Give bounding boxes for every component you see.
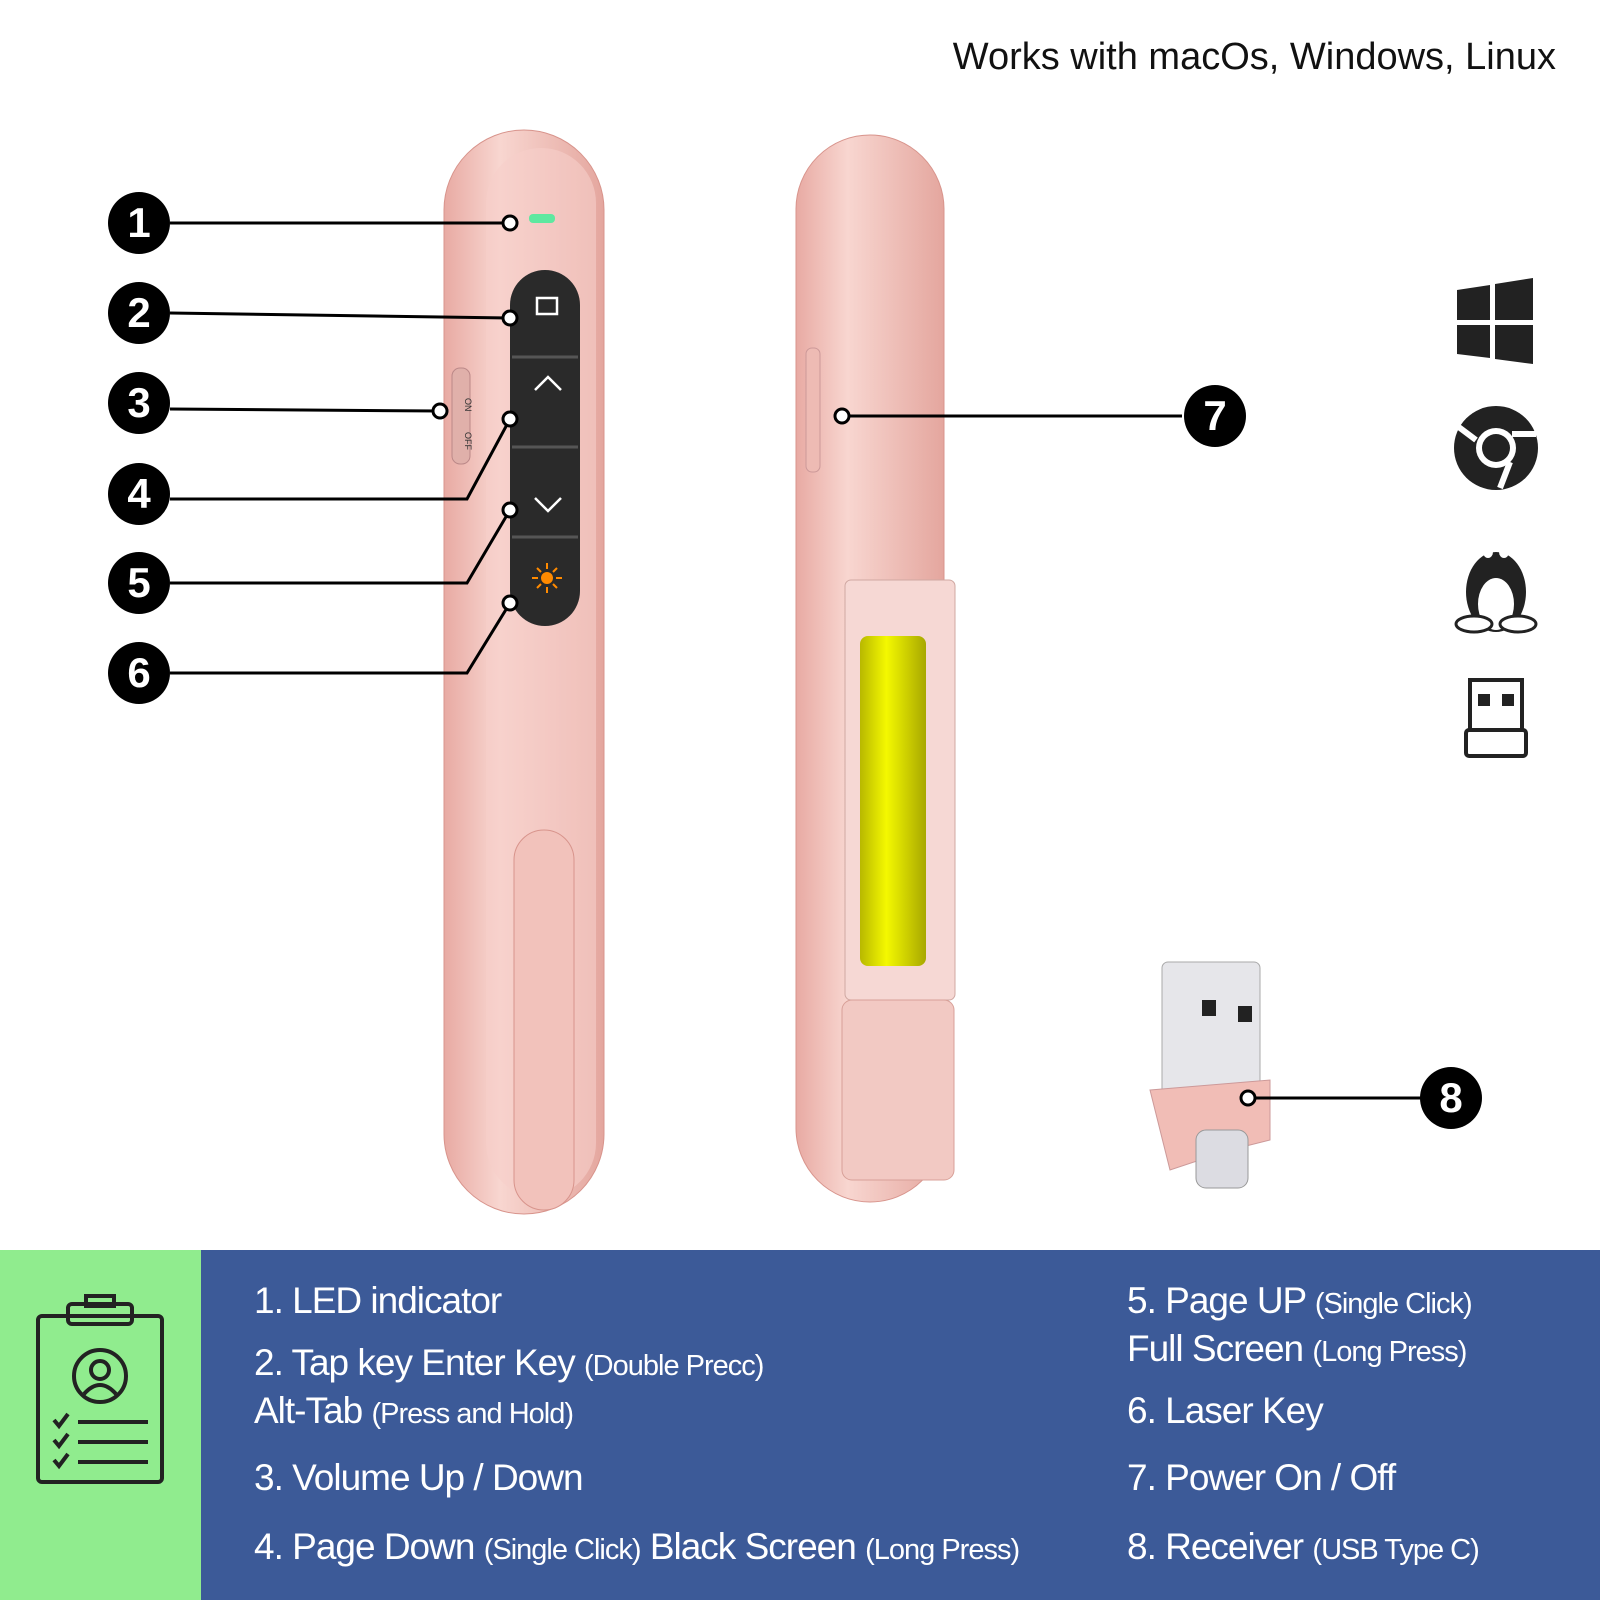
windows-icon [1457, 278, 1533, 364]
square-icon [535, 296, 559, 316]
leader-dots [431, 214, 1257, 1107]
feature-5b: Full Screen (Long Press) [1127, 1328, 1467, 1369]
linux-tux-icon [1454, 546, 1538, 634]
compatibility-text: Works with macOs, Windows, Linux [952, 36, 1556, 78]
callout-2: 2 [108, 282, 170, 344]
usb-receiver-icon [1464, 678, 1528, 758]
callout-7: 7 [1184, 385, 1246, 447]
feature-5: 5. Page UP (Single Click) [1127, 1280, 1473, 1321]
product-illustration: ON OFF [169, 129, 1538, 1215]
laser-icon [532, 563, 562, 593]
feature-4: 4. Page Down (Single Click) Black Screen… [254, 1526, 1020, 1567]
feature-1: 1. LED indicator [254, 1280, 502, 1321]
chrome-icon [1454, 406, 1538, 490]
callout-4: 4 [108, 463, 170, 525]
on-off-switch [451, 367, 471, 465]
feature-panel-icon-area [0, 1250, 201, 1600]
usb-receiver [1149, 961, 1271, 1189]
callout-3: 3 [108, 372, 170, 434]
leader-lines [169, 221, 1422, 1100]
feature-2: 2. Tap key Enter Key (Double Precc) [254, 1342, 764, 1383]
chevron-down-icon [534, 497, 562, 513]
pocket-clip [513, 829, 575, 1211]
svg-text:OFF: OFF [463, 432, 473, 450]
remote-back [795, 134, 956, 1203]
svg-text:ON: ON [463, 398, 473, 412]
callout-8: 8 [1420, 1067, 1482, 1129]
led-indicator [529, 214, 555, 223]
feature-3: 3. Volume Up / Down [254, 1457, 584, 1498]
volume-rocker [805, 347, 821, 473]
clipboard-checklist-icon [36, 1294, 164, 1484]
remote-front: ON OFF [443, 129, 605, 1215]
callout-5: 5 [108, 552, 170, 614]
feature-7: 7. Power On / Off [1127, 1457, 1396, 1498]
feature-6: 6. Laser Key [1127, 1390, 1324, 1431]
feature-8: 8. Receiver (USB Type C) [1127, 1526, 1480, 1567]
callout-6: 6 [108, 642, 170, 704]
feature-list-panel: 1. LED indicator 2. Tap key Enter Key (D… [201, 1250, 1600, 1600]
feature-2b: Alt-Tab (Press and Hold) [254, 1390, 574, 1431]
battery [860, 636, 926, 966]
chevron-up-icon [534, 375, 562, 391]
callout-1: 1 [108, 192, 170, 254]
